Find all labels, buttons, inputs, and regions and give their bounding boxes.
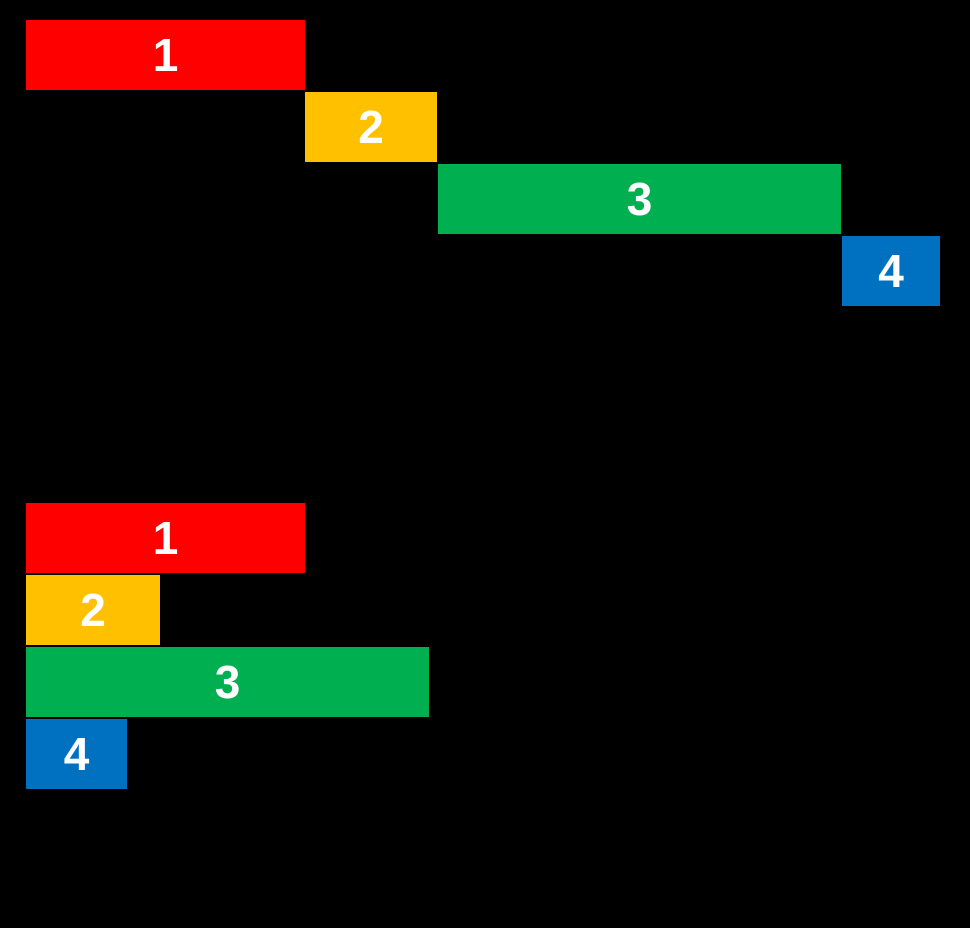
bar-label: 1 [152,512,179,564]
gantt-bar-top-staggered-3: 3 [438,164,841,234]
bar-label: 2 [358,101,384,153]
bar-label: 4 [63,728,90,780]
gantt-bar-bottom-left-aligned-1: 1 [26,503,305,573]
gantt-bar-top-staggered-4: 4 [842,236,940,306]
bar-label: 3 [626,173,653,225]
bar-label: 1 [152,29,179,81]
gantt-bar-top-staggered-2: 2 [305,92,437,162]
gantt-bar-top-staggered-1: 1 [26,20,305,90]
gantt-bar-bottom-left-aligned-3: 3 [26,647,429,717]
gantt-bar-bottom-left-aligned-2: 2 [26,575,160,645]
bar-label: 3 [214,656,241,708]
gantt-bar-bottom-left-aligned-4: 4 [26,719,127,789]
bar-label: 2 [80,584,106,636]
bar-label: 4 [878,245,904,297]
